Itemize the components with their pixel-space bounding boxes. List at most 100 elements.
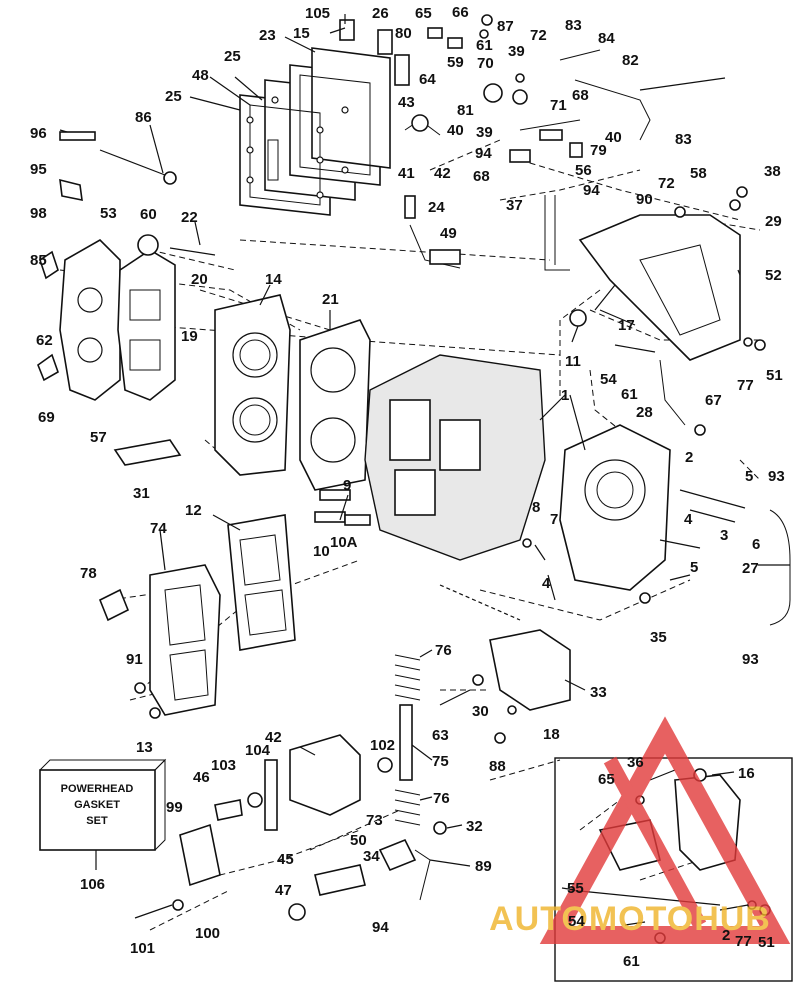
callout-37: 37 xyxy=(506,197,523,214)
callout-75: 75 xyxy=(432,753,449,770)
callout-10A: 10A xyxy=(330,534,358,551)
callout-24: 24 xyxy=(428,199,445,216)
callout-104: 104 xyxy=(245,742,271,759)
callout-85: 85 xyxy=(30,252,47,269)
callout-54: 54 xyxy=(600,371,617,388)
callout-5: 5 xyxy=(745,468,753,485)
callout-22: 22 xyxy=(181,209,198,226)
callout-94c: 94 xyxy=(372,919,389,936)
callout-leader-lines xyxy=(95,14,790,891)
callout-17: 17 xyxy=(618,317,635,334)
callout-36: 36 xyxy=(627,754,644,771)
callout-26: 26 xyxy=(372,5,389,22)
callout-5b: 5 xyxy=(690,559,698,576)
callout-2b: 2 xyxy=(722,927,730,944)
callout-58: 58 xyxy=(690,165,707,182)
callout-6: 6 xyxy=(752,536,760,553)
callout-79: 79 xyxy=(590,142,607,159)
callout-54b: 54 xyxy=(568,913,585,930)
callout-70: 70 xyxy=(477,55,494,72)
callout-61: 61 xyxy=(476,37,493,54)
left-cylinder-cover-parts xyxy=(37,129,216,466)
callout-48: 48 xyxy=(192,67,209,84)
callout-61b: 61 xyxy=(621,386,638,403)
callout-8: 8 xyxy=(532,499,540,516)
callout-69: 69 xyxy=(38,409,55,426)
callout-55: 55 xyxy=(567,880,584,897)
callout-40b: 40 xyxy=(605,129,622,146)
callout-77b: 77 xyxy=(735,933,752,950)
bottom-bracket-parts xyxy=(134,629,571,921)
callout-57: 57 xyxy=(90,429,107,446)
callout-91: 91 xyxy=(126,651,143,668)
cylinder-head xyxy=(214,294,371,491)
callout-16: 16 xyxy=(738,765,755,782)
callout-102: 102 xyxy=(370,737,395,754)
callout-76: 76 xyxy=(435,642,452,659)
callout-65: 65 xyxy=(415,5,432,22)
callout-42: 42 xyxy=(434,165,451,182)
callout-7: 7 xyxy=(550,511,558,528)
callout-11: 11 xyxy=(565,353,581,370)
callout-94: 94 xyxy=(475,145,492,162)
callout-82: 82 xyxy=(622,52,639,69)
callout-78: 78 xyxy=(80,565,97,582)
callout-77: 77 xyxy=(737,377,754,394)
gasket-set-line3: SET xyxy=(86,815,108,827)
callout-34: 34 xyxy=(363,848,380,865)
callout-32: 32 xyxy=(466,818,483,835)
callout-18: 18 xyxy=(543,726,560,743)
callout-25b: 25 xyxy=(165,88,182,105)
callout-63: 63 xyxy=(432,727,449,744)
callout-83b: 83 xyxy=(675,131,692,148)
callout-105: 105 xyxy=(305,5,330,22)
callout-43: 43 xyxy=(398,94,415,111)
watermark-text: AUTOMOTOHUB xyxy=(489,900,771,938)
callout-28: 28 xyxy=(636,404,653,421)
callout-13: 13 xyxy=(136,739,153,756)
callout-2: 2 xyxy=(685,449,693,466)
callout-23: 23 xyxy=(259,27,276,44)
linkage-parts xyxy=(339,14,766,436)
callout-27: 27 xyxy=(742,560,759,577)
callout-80: 80 xyxy=(395,25,412,42)
callout-73: 73 xyxy=(366,812,383,829)
callout-33: 33 xyxy=(590,684,607,701)
callout-60: 60 xyxy=(140,206,157,223)
callout-41: 41 xyxy=(398,165,415,182)
callout-83: 83 xyxy=(565,17,582,34)
callout-25: 25 xyxy=(224,48,241,65)
callout-106: 106 xyxy=(80,876,105,893)
gasket-set-line1: POWERHEAD xyxy=(61,783,134,795)
exhaust-cover-gaskets xyxy=(239,47,391,216)
callout-29: 29 xyxy=(765,213,782,230)
callout-84: 84 xyxy=(598,30,615,47)
callout-71: 71 xyxy=(550,97,567,114)
callout-99: 99 xyxy=(166,799,183,816)
callout-68b: 68 xyxy=(473,168,490,185)
callout-9: 9 xyxy=(343,477,351,494)
callout-45: 45 xyxy=(277,851,294,868)
callout-88: 88 xyxy=(489,758,506,775)
gasket-set-line2: GASKET xyxy=(74,799,120,811)
callout-68: 68 xyxy=(572,87,589,104)
callout-4b: 4 xyxy=(542,575,551,592)
exhaust-cover xyxy=(98,514,296,719)
callout-19: 19 xyxy=(181,328,198,345)
callout-96: 96 xyxy=(30,125,47,142)
callout-81: 81 xyxy=(457,102,474,119)
callout-66: 66 xyxy=(452,4,469,21)
callout-30: 30 xyxy=(472,703,489,720)
callout-numbers: 105 26 65 66 87 72 83 84 15 80 61 23 39 … xyxy=(30,4,785,970)
right-side-bolts-and-hose xyxy=(522,489,791,626)
callout-61c: 61 xyxy=(623,953,640,970)
callout-51: 51 xyxy=(766,367,783,384)
callout-50: 50 xyxy=(350,832,367,849)
callout-15: 15 xyxy=(293,25,310,42)
callout-93: 93 xyxy=(768,468,785,485)
callout-31: 31 xyxy=(133,485,150,502)
callout-46: 46 xyxy=(193,769,210,786)
callout-12: 12 xyxy=(185,502,202,519)
